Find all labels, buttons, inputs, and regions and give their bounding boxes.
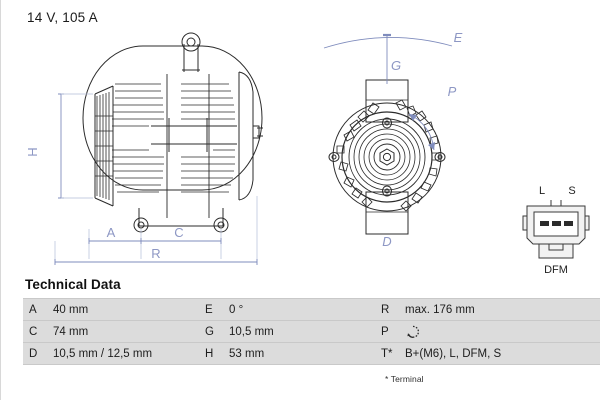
row-value: 40 mm: [47, 298, 199, 321]
alternator-side-view: H A C R: [25, 32, 263, 265]
table-row: A 40 mm E 0 ° R max. 176 mm: [23, 298, 600, 321]
connector-label-L: L: [539, 185, 545, 197]
terminal-blades: [540, 221, 573, 226]
alternator-connector: L S DFM: [522, 185, 590, 276]
row-key: D: [23, 342, 47, 365]
row-value: B+(M6), L, DFM, S: [399, 342, 600, 365]
dimension-label-H: H: [25, 147, 40, 156]
dimension-label-P: P: [448, 84, 457, 99]
row-key: R: [375, 298, 399, 321]
connector-label-S: S: [568, 185, 575, 197]
table-footnote: * Terminal: [385, 374, 424, 384]
technical-data-heading: Technical Data: [25, 277, 121, 292]
connector-label-DFM: DFM: [544, 264, 568, 276]
row-key: A: [23, 298, 47, 321]
dimension-label-D: D: [382, 234, 391, 249]
dimension-label-C: C: [174, 225, 183, 240]
row-value: 10,5 mm / 12,5 mm: [47, 342, 199, 365]
rotation-clockwise-icon: [405, 324, 421, 340]
row-value: 74 mm: [47, 320, 199, 343]
row-key: T*: [375, 342, 399, 365]
dimension-label-E: E: [454, 30, 463, 45]
row-key: C: [23, 320, 47, 343]
row-value: 10,5 mm: [223, 320, 375, 343]
table-row: D 10,5 mm / 12,5 mm H 53 mm T* B+(M6), L…: [23, 342, 600, 365]
row-key: P: [375, 320, 399, 343]
dimension-label-A: A: [107, 225, 116, 240]
dimension-label-R: R: [151, 246, 160, 261]
technical-data-table: A 40 mm E 0 ° R max. 176 mm C 74 mm G 10…: [23, 298, 600, 365]
alternator-front-view: E G P D: [323, 30, 463, 249]
table-row: C 74 mm G 10,5 mm P: [23, 320, 600, 343]
technical-drawing-area: H A C R: [1, 26, 600, 276]
page-title: 14 V, 105 A: [27, 10, 98, 25]
row-value: max. 176 mm: [399, 298, 600, 321]
row-value: 53 mm: [223, 342, 375, 365]
row-value: 0 °: [223, 298, 375, 321]
technical-data-section: Technical Data A 40 mm E 0 ° R max. 176 …: [23, 277, 600, 365]
row-key: H: [199, 342, 223, 365]
row-key: E: [199, 298, 223, 321]
row-value-rotation: [399, 320, 600, 343]
row-key: G: [199, 320, 223, 343]
dimension-label-G: G: [391, 58, 401, 73]
